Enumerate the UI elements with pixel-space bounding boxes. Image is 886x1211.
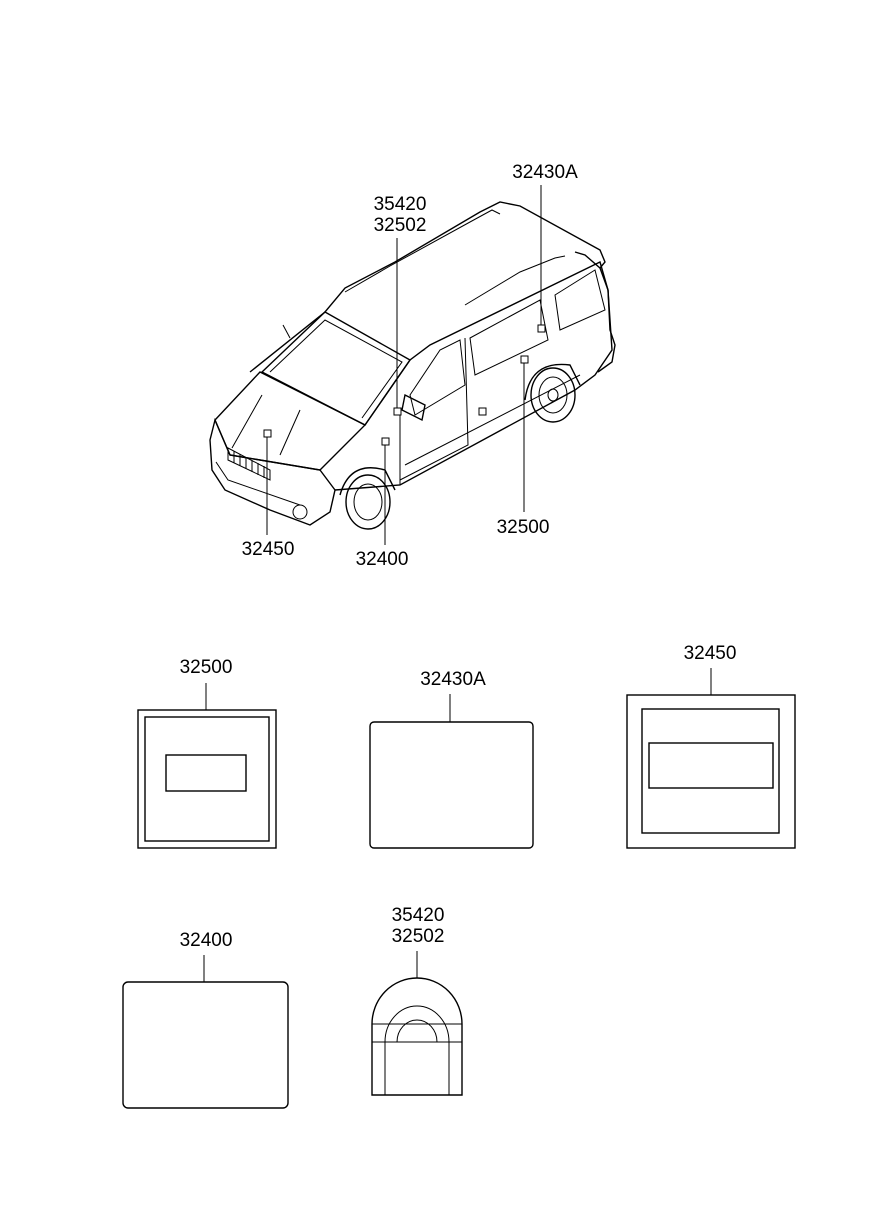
marker-32400 (381, 437, 390, 446)
part-32502-number: 32502 (392, 926, 445, 947)
callout-leaders (263, 185, 546, 545)
part-32400: 32400 (122, 930, 289, 1109)
callout-32400: 32400 (356, 549, 409, 570)
callout-35420: 35420 (374, 194, 427, 215)
marker-32450 (263, 429, 272, 438)
label-32400 (122, 981, 289, 1109)
part-32450-number: 32450 (684, 643, 737, 664)
marker-door (478, 407, 487, 416)
callout-32502: 32502 (374, 215, 427, 236)
part-32500: 32500 (137, 657, 277, 849)
part-32450: 32450 (626, 643, 796, 849)
label-32500-window (165, 754, 247, 792)
marker-32430a (537, 324, 546, 333)
callout-32430a: 32430A (512, 162, 578, 183)
van-illustration (209, 201, 616, 530)
part-35420-32502: 35420 32502 (371, 905, 463, 1096)
label-35420-outer (371, 977, 463, 1096)
part-32400-number: 32400 (180, 930, 233, 951)
callout-32500: 32500 (497, 517, 550, 538)
label-32430a (369, 721, 534, 849)
part-32500-number: 32500 (180, 657, 233, 678)
label-32450-window (648, 742, 774, 789)
callout-32450: 32450 (242, 539, 295, 560)
marker-32500 (520, 355, 529, 364)
part-32430a: 32430A (369, 669, 534, 849)
part-35420-number: 35420 (392, 905, 445, 926)
part-32430a-number: 32430A (420, 669, 486, 690)
marker-35420-32502 (393, 407, 402, 416)
